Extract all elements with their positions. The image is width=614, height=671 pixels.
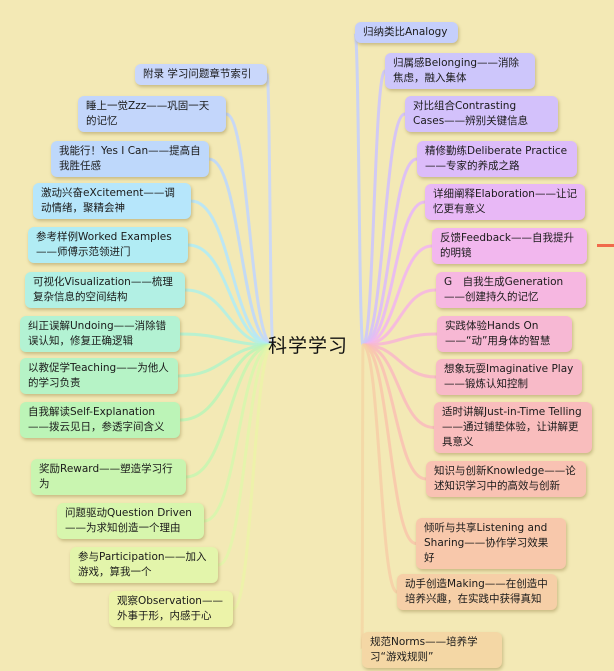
- branch-link: [225, 112, 274, 347]
- central-topic[interactable]: 科学学习: [268, 335, 349, 357]
- branch-link: [185, 343, 274, 479]
- topic-feedback[interactable]: 反馈Feedback——自我提升的明镜: [432, 228, 587, 264]
- topic-undoing[interactable]: 纠正误解Undoing——消除错误认知，修复正确逻辑: [20, 316, 180, 352]
- feedback-arrow-icon: [597, 244, 614, 247]
- topic-participation[interactable]: 参与Participation——加入游戏，算我一个: [70, 547, 218, 583]
- branch-link: [179, 343, 274, 422]
- topic-imaginative-play[interactable]: 想象玩耍Imaginative Play——锻炼认知控制: [436, 359, 582, 395]
- topic-analogy[interactable]: 归纳类比Analogy: [355, 22, 458, 43]
- topic-contrasting-cases[interactable]: 对比组合Contrasting Cases——辨别关键信息: [405, 96, 558, 132]
- branch-link: [362, 112, 406, 347]
- branch-link: [232, 343, 274, 611]
- topic-listening-sharing[interactable]: 倾听与共享Listening and Sharing——协作学习效果好: [416, 518, 566, 569]
- topic-question-driven[interactable]: 问题驱动Question Driven——为求知创造一个理由: [57, 503, 204, 539]
- branch-link: [265, 73, 275, 347]
- branch-link: [362, 200, 426, 347]
- branch-link: [362, 157, 418, 347]
- branch-link: [353, 31, 365, 347]
- topic-observation[interactable]: 观察Observation——外事于形，内感于心: [109, 591, 233, 627]
- topic-belonging[interactable]: 归属感Belonging——消除焦虑，融入集体: [385, 53, 535, 89]
- topic-appendix-index[interactable]: 附录 学习问题章节索引: [135, 64, 267, 85]
- branch-link: [184, 288, 274, 347]
- topic-excitement[interactable]: 激动兴奋eXcitement——调动情绪，聚精会神: [33, 183, 191, 219]
- topic-just-in-time-telling[interactable]: 适时讲解Just-in-Time Telling——通过铺垫体验，让讲解更具意义: [434, 402, 592, 453]
- branch-link: [361, 343, 399, 594]
- branch-link: [362, 343, 417, 545]
- topic-generation[interactable]: G 自我生成Generation——创建持久的记忆: [436, 272, 586, 308]
- branch-link: [362, 244, 433, 347]
- topic-elaboration[interactable]: 详细阐释Elaboration——让记忆更有意义: [425, 184, 585, 220]
- topic-yes-i-can[interactable]: 我能行！Yes I Can——提高自我胜任感: [51, 141, 209, 177]
- topic-worked-examples[interactable]: 参考样例Worked Examples——师傅示范领进门: [28, 227, 188, 263]
- branch-link: [362, 343, 435, 429]
- branch-link: [360, 343, 365, 652]
- topic-sleep[interactable]: 睡上一觉Zzz——巩固一天的记忆: [78, 96, 226, 132]
- topic-reward[interactable]: 奖励Reward——塑造学习行为: [31, 459, 186, 495]
- branch-link: [362, 288, 437, 347]
- branch-link: [361, 69, 387, 347]
- topic-visualization[interactable]: 可视化Visualization——梳理复杂信息的空间结构: [25, 272, 185, 308]
- branch-link: [362, 343, 427, 481]
- branch-link: [217, 343, 274, 567]
- topic-making[interactable]: 动手创造Making——在创造中培养兴趣，在实践中获得真知: [397, 574, 557, 610]
- topic-hands-on[interactable]: 实践体验Hands On——“动”用身体的智慧: [437, 316, 572, 352]
- branch-link: [203, 343, 274, 523]
- branch-link: [187, 243, 274, 347]
- topic-deliberate-practice[interactable]: 精修勤练Deliberate Practice——专家的养成之路: [417, 141, 577, 177]
- branch-link: [208, 157, 274, 347]
- topic-teaching[interactable]: 以教促学Teaching——为他人的学习负责: [20, 358, 178, 394]
- topic-norms[interactable]: 规范Norms——培养学习“游戏规则”: [362, 632, 502, 668]
- topic-self-explanation[interactable]: 自我解读Self-Explanation——拨云见日，参透字间含义: [20, 402, 180, 438]
- branch-link: [190, 199, 274, 347]
- topic-knowledge[interactable]: 知识与创新Knowledge——论述知识学习中的高效与创新: [426, 461, 586, 497]
